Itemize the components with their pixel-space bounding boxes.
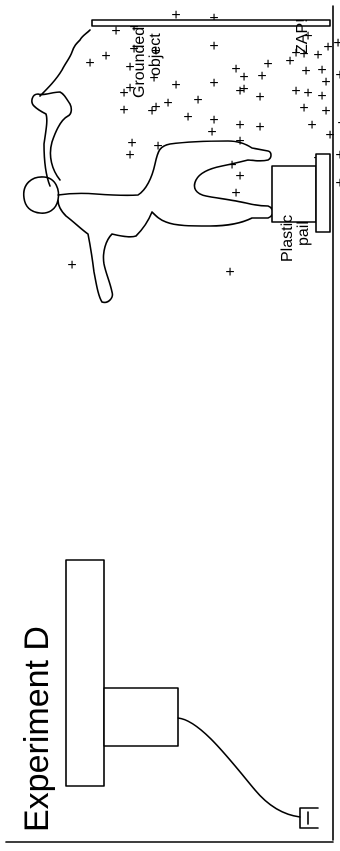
charge-plus-sign: + bbox=[291, 83, 300, 100]
charge-plus-sign: + bbox=[307, 117, 316, 134]
charge-plus-sign: + bbox=[171, 77, 180, 94]
plastic-label-line2: pail bbox=[295, 221, 312, 246]
charge-plus-sign: + bbox=[163, 95, 172, 112]
charge-plus-sign: + bbox=[125, 147, 134, 164]
pail-base bbox=[316, 154, 330, 232]
charge-plus-sign: + bbox=[301, 63, 310, 80]
zap-label: ZAP! bbox=[294, 18, 311, 54]
generator-dome-plate bbox=[66, 560, 104, 786]
charge-plus-sign: + bbox=[239, 81, 248, 98]
charge-plus-sign: + bbox=[101, 48, 110, 65]
charge-plus-sign: + bbox=[333, 35, 340, 52]
power-cable bbox=[178, 718, 300, 817]
grounded-label-line1: Grounded bbox=[131, 27, 148, 98]
charge-plus-sign: + bbox=[335, 175, 340, 192]
charge-plus-sign: + bbox=[209, 75, 218, 92]
charge-plus-sign: + bbox=[255, 89, 264, 106]
diagram-title: Experiment D bbox=[18, 626, 56, 832]
charge-plus-sign: + bbox=[119, 85, 128, 102]
charge-plus-sign: + bbox=[225, 264, 234, 281]
charge-plus-sign: + bbox=[207, 124, 216, 141]
charge-plus-sign: + bbox=[299, 100, 308, 117]
generator bbox=[66, 560, 318, 828]
charge-plus-sign: + bbox=[323, 39, 332, 56]
spark-zap bbox=[40, 30, 90, 96]
plastic-label-line1: Plastic bbox=[279, 215, 296, 262]
charge-plus-sign: + bbox=[263, 56, 272, 73]
pail-body bbox=[272, 166, 316, 222]
charge-plus-sign: + bbox=[67, 257, 76, 274]
person-head bbox=[24, 177, 59, 213]
charge-plus-sign: + bbox=[325, 127, 334, 144]
charge-plus-sign: + bbox=[335, 147, 340, 164]
generator-column bbox=[104, 688, 178, 746]
charge-plus-sign: + bbox=[321, 103, 330, 120]
power-plug-icon bbox=[300, 808, 318, 828]
charge-plus-sign: + bbox=[209, 38, 218, 55]
grounded-label-line2: object bbox=[147, 33, 164, 76]
person-arm-up bbox=[32, 92, 71, 186]
charge-plus-sign: + bbox=[235, 117, 244, 134]
charge-plus-sign: + bbox=[231, 185, 240, 202]
charge-plus-sign: + bbox=[303, 85, 312, 102]
charge-plus-sign: + bbox=[235, 168, 244, 185]
charge-plus-sign: + bbox=[335, 67, 340, 84]
charge-plus-sign: + bbox=[255, 119, 264, 136]
person-body bbox=[58, 141, 273, 302]
charge-plus-sign: + bbox=[193, 92, 202, 109]
charge-plus-sign: + bbox=[85, 55, 94, 72]
